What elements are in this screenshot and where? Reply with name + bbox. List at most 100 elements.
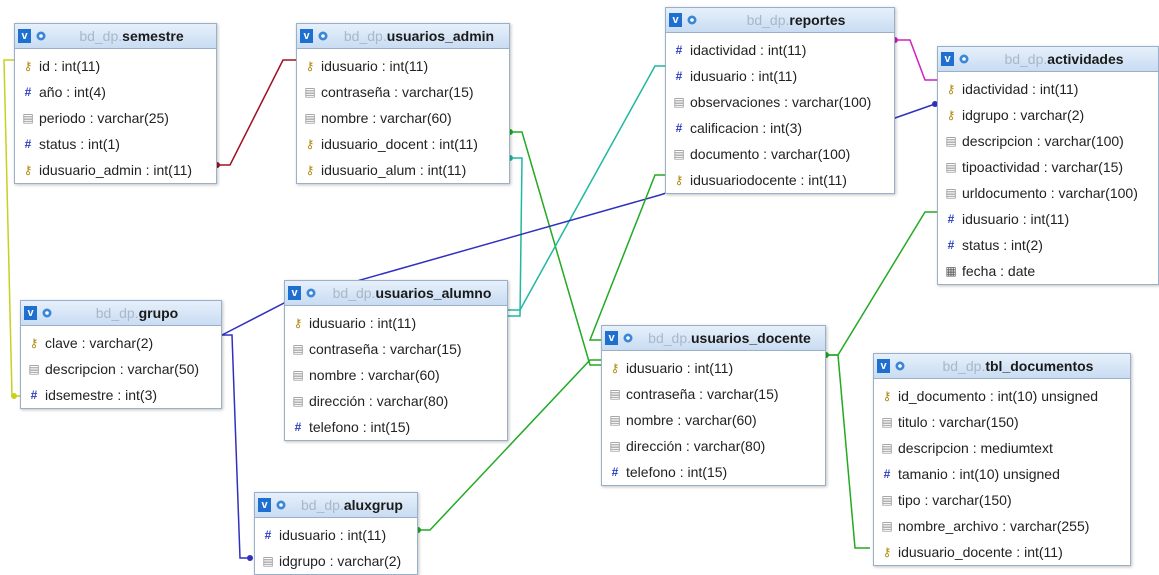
column-row[interactable]: ⚷idusuario_admin : int(11) [15, 157, 216, 183]
column-row[interactable]: #idusuario : int(11) [938, 206, 1158, 232]
column-row[interactable]: ▤observaciones : varchar(100) [666, 89, 894, 115]
db-prefix: bd_dp. [332, 285, 376, 301]
toggle-icon[interactable]: v [258, 498, 271, 512]
column-row[interactable]: ▤contraseña : varchar(15) [602, 381, 825, 407]
column-row[interactable]: ▤dirección : varchar(80) [602, 433, 825, 459]
column-row[interactable]: #calificacion : int(3) [666, 115, 894, 141]
key-icon: ⚷ [305, 59, 315, 73]
gear-icon[interactable] [894, 360, 906, 372]
gear-icon[interactable] [305, 287, 317, 299]
column-row[interactable]: ⚷idusuario_docente : int(11) [874, 539, 1130, 565]
column-row[interactable]: #telefono : int(15) [602, 459, 825, 485]
column-row[interactable]: # idsemestre : int(3) [21, 382, 221, 408]
table-name: grupo [138, 305, 179, 321]
table-name: usuarios_admin [386, 28, 495, 44]
column-row[interactable]: #status : int(2) [938, 232, 1158, 258]
gear-icon[interactable] [35, 30, 47, 42]
column-row[interactable]: ▤periodo : varchar(25) [15, 105, 216, 131]
column-row[interactable]: ▤documento : varchar(100) [666, 141, 894, 167]
column-row[interactable]: ▤idgrupo : varchar(2) [255, 548, 417, 574]
column-row[interactable]: ⚷idusuario : int(11) [602, 355, 825, 381]
column-row[interactable]: ▤nombre : varchar(60) [285, 362, 507, 388]
column-row[interactable]: ⚷idgrupo : varchar(2) [938, 102, 1158, 128]
toggle-icon[interactable]: v [941, 52, 954, 66]
column-row[interactable]: ⚷id : int(11) [15, 53, 216, 79]
column-row[interactable]: ⚷idusuariodocente : int(11) [666, 167, 894, 193]
gear-icon[interactable] [622, 332, 634, 344]
column-row[interactable]: ▤contraseña : varchar(15) [297, 79, 509, 105]
column-row[interactable]: #año : int(4) [15, 79, 216, 105]
text-field-icon: ▤ [292, 394, 304, 408]
column-row[interactable]: ▤nombre : varchar(60) [602, 407, 825, 433]
column-label: idusuario : int(11) [279, 527, 387, 543]
db-prefix: bd_dp. [942, 358, 986, 374]
column-row[interactable]: ▤titulo : varchar(150) [874, 409, 1130, 435]
column-row[interactable]: ⚷id_documento : int(10) unsigned [874, 383, 1130, 409]
column-row[interactable]: ▤descripcion : varchar(100) [938, 128, 1158, 154]
toggle-icon[interactable]: v [669, 13, 682, 27]
text-field-icon: ▤ [28, 362, 40, 376]
column-row[interactable]: #idactividad : int(11) [666, 37, 894, 63]
column-row[interactable]: ▤nombre : varchar(60) [297, 105, 509, 131]
column-row[interactable]: ▤contraseña : varchar(15) [285, 336, 507, 362]
toggle-icon[interactable]: v [877, 359, 890, 373]
toggle-icon[interactable]: v [18, 29, 31, 43]
column-label: idsemestre : int(3) [45, 387, 158, 403]
column-label: nombre : varchar(60) [321, 110, 452, 126]
column-row[interactable]: ▤descripcion : varchar(50) [21, 356, 221, 382]
column-row[interactable]: ⚷idusuario : int(11) [297, 53, 509, 79]
column-label: idusuariodocente : int(11) [690, 172, 847, 188]
column-row[interactable]: ▤descripcion : mediumtext [874, 435, 1130, 461]
toggle-icon[interactable]: v [605, 331, 618, 345]
column-row[interactable]: ▤urldocumento : varchar(100) [938, 180, 1158, 206]
column-row[interactable]: ▦fecha : date [938, 258, 1158, 284]
db-prefix: bd_dp. [746, 12, 790, 28]
column-row[interactable]: # telefono : int(15) [285, 414, 507, 440]
column-row[interactable]: ▤tipoactividad : varchar(15) [938, 154, 1158, 180]
column-row[interactable]: #tamanio : int(10) unsigned [874, 461, 1130, 487]
gear-icon[interactable] [958, 53, 970, 65]
gear-icon[interactable] [41, 307, 53, 319]
column-row[interactable]: ⚷idusuario_alum : int(11) [297, 157, 509, 183]
column-row[interactable]: ⚷idactividad : int(11) [938, 76, 1158, 102]
column-row[interactable]: #idusuario : int(11) [255, 522, 417, 548]
toggle-icon[interactable]: v [300, 29, 313, 43]
number-icon: # [294, 420, 302, 434]
column-label: telefono : int(15) [309, 419, 411, 435]
gear-icon[interactable] [317, 30, 329, 42]
column-label: dirección : varchar(80) [626, 438, 766, 454]
toggle-icon[interactable]: v [288, 286, 301, 300]
column-row[interactable]: ⚷idusuario : int(11) [285, 310, 507, 336]
column-row[interactable]: ▤dirección : varchar(80) [285, 388, 507, 414]
column-row[interactable]: ⚷clave : varchar(2) [21, 330, 221, 356]
gear-icon[interactable] [686, 14, 698, 26]
toggle-icon[interactable]: v [24, 306, 37, 320]
column-row[interactable]: ⚷idusuario_docent : int(11) [297, 131, 509, 157]
column-row[interactable]: #status : int(1) [15, 131, 216, 157]
column-label: fecha : date [962, 263, 1036, 279]
column-row[interactable]: ▤nombre_archivo : varchar(255) [874, 513, 1130, 539]
relation-end [932, 101, 938, 107]
gear-icon[interactable] [275, 499, 287, 511]
column-row[interactable]: #idusuario : int(11) [666, 63, 894, 89]
number-icon: # [30, 388, 38, 402]
column-row[interactable]: ▤tipo : varchar(150) [874, 487, 1130, 513]
